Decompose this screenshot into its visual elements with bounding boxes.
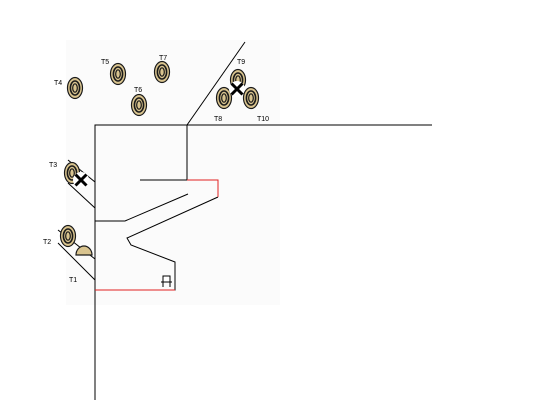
target-t8[interactable]: T8 [214,86,233,124]
targets: T1 T2 T3 T4 T5 T6 [43,55,269,284]
target-label-t8: T8 [214,116,222,123]
red-walls [95,179,219,291]
wall-diagonal-top [186,41,246,126]
steel-target-icon [153,60,171,84]
target-label-t2: T2 [43,239,51,246]
steel-target-icon [130,93,148,117]
target-t3[interactable]: T3 [49,161,89,188]
fault-line-t1 [57,242,96,281]
target-label-t10: T10 [257,116,269,123]
target-label-t1: T1 [69,277,77,284]
target-label-t5: T5 [101,59,109,66]
target-t5[interactable]: T5 [101,59,127,86]
steel-target-partial-icon [75,245,93,256]
target-t2[interactable]: T2 [43,224,93,256]
walls [57,41,432,400]
x-mark-icon [229,81,245,97]
target-t9[interactable]: T9 [229,59,247,97]
target-t6[interactable]: T6 [130,87,148,117]
x-mark-icon [73,172,89,188]
target-label-t4: T4 [54,80,62,87]
target-label-t7: T7 [159,55,167,62]
steel-target-icon [242,86,260,110]
target-label-t3: T3 [49,162,57,169]
shooting-box-icon [161,275,172,287]
steel-target-icon [109,62,127,86]
target-t7[interactable]: T7 [153,55,171,84]
red-wall-top [187,179,219,197]
target-label-t6: T6 [134,87,142,94]
barricade-upper [95,193,189,222]
steel-target-icon [59,224,77,248]
target-label-t9: T9 [237,59,245,66]
steel-target-icon [66,76,84,100]
target-t10[interactable]: T10 [242,86,270,124]
light-panel [66,40,280,305]
target-t1[interactable]: T1 [69,277,77,284]
fault-line-t3-low [67,182,96,209]
target-t4[interactable]: T4 [54,76,84,100]
main-wall-left [94,124,432,400]
